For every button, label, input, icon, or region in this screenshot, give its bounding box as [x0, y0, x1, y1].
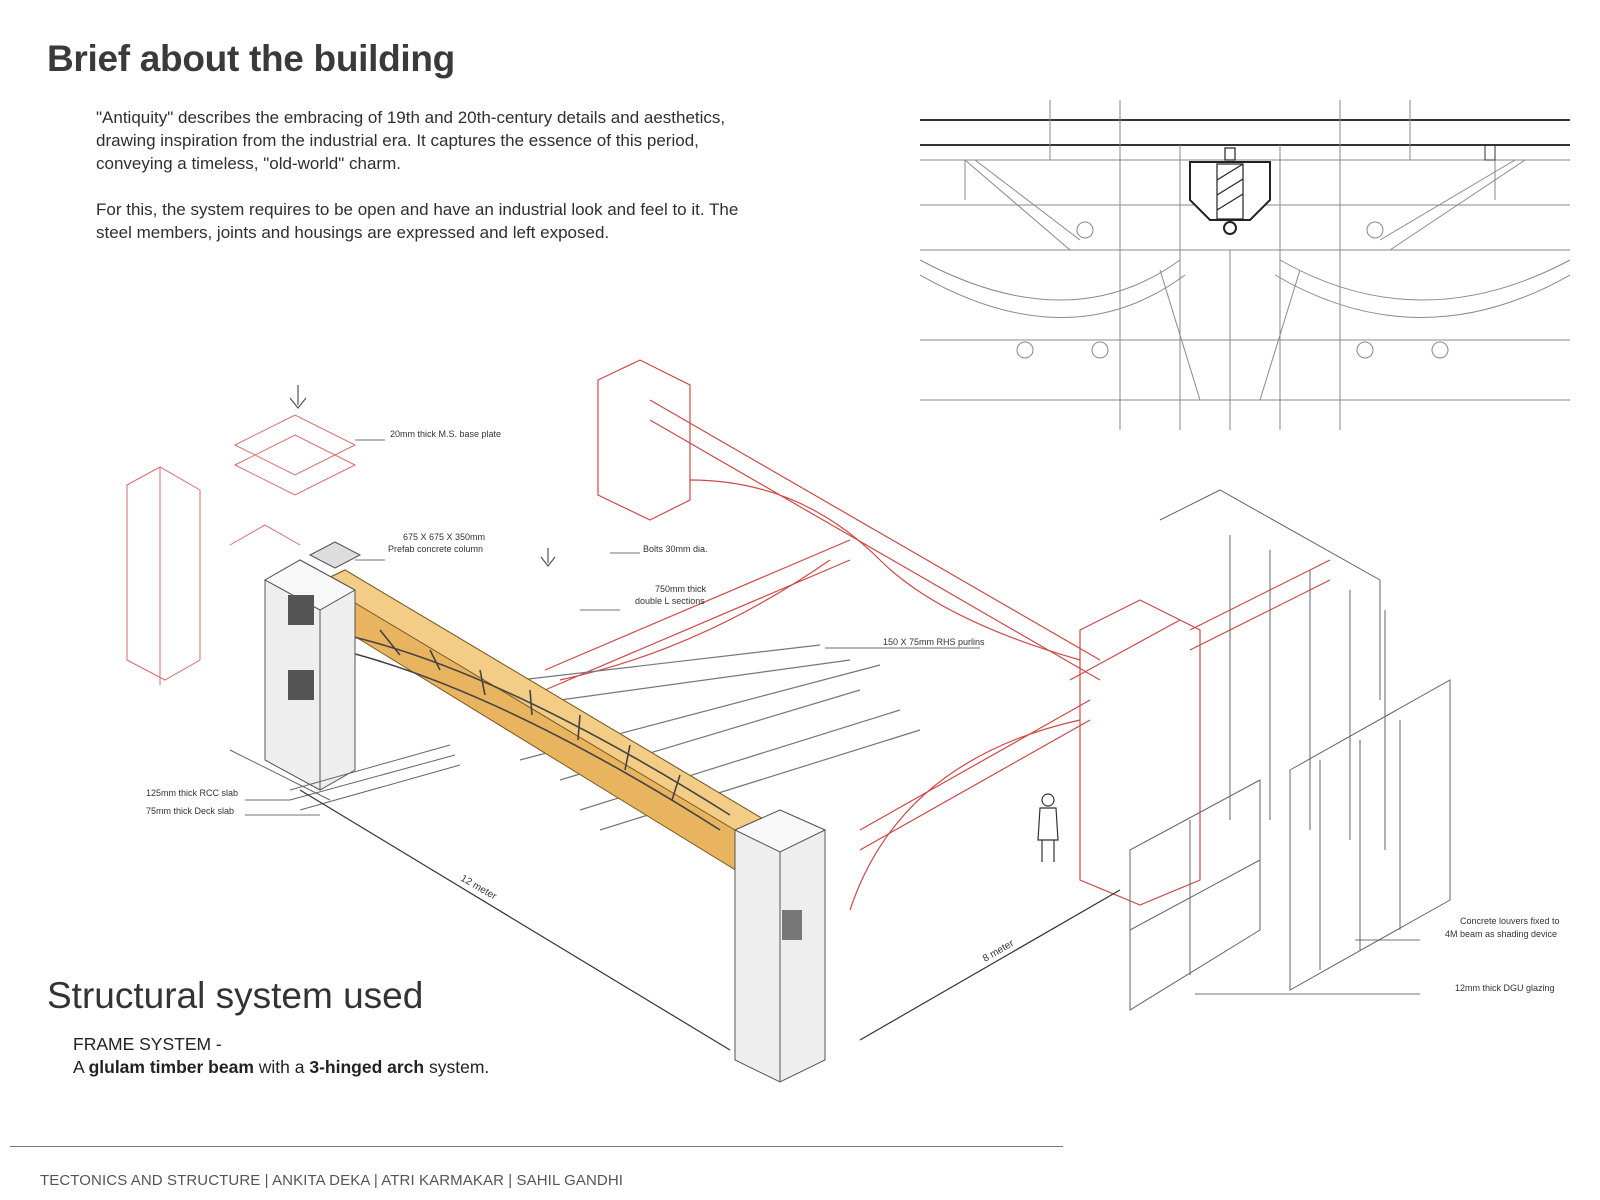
- intro-text: "Antiquity" describes the embracing of 1…: [96, 106, 756, 267]
- frame-system-description: FRAME SYSTEM - A glulam timber beam with…: [73, 1033, 489, 1079]
- label-column-type: Prefab concrete column: [388, 544, 483, 554]
- frame-line-mid: with a: [253, 1057, 310, 1077]
- label-base-plate: 20mm thick M.S. base plate: [390, 429, 501, 439]
- label-l-sections-type: double L sections: [635, 596, 705, 606]
- label-louvers-2: 4M beam as shading device: [1445, 929, 1557, 939]
- label-glazing: 12mm thick DGU glazing: [1455, 983, 1555, 993]
- label-louvers-1: Concrete louvers fixed to: [1460, 916, 1560, 926]
- label-purlins: 150 X 75mm RHS purlins: [883, 637, 985, 647]
- intro-paragraph-1: "Antiquity" describes the embracing of 1…: [96, 108, 726, 173]
- label-column-size: 675 X 675 X 350mm: [403, 532, 485, 542]
- glulam-beam-text: glulam timber beam: [88, 1057, 254, 1077]
- three-hinged-arch-text: 3-hinged arch: [309, 1057, 425, 1077]
- label-deck-slab: 75mm thick Deck slab: [146, 806, 234, 816]
- footer-credits: TECTONICS AND STRUCTURE | ANKITA DEKA | …: [40, 1172, 624, 1189]
- frame-line-suffix: system.: [424, 1057, 490, 1077]
- frame-line-prefix: A: [73, 1057, 89, 1077]
- joint-detail-drawing: [920, 100, 1570, 430]
- label-l-sections-thickness: 750mm thick: [655, 584, 707, 594]
- label-bolts: Bolts 30mm dia.: [643, 544, 708, 554]
- frame-system-line: A glulam timber beam with a 3-hinged arc…: [73, 1056, 489, 1079]
- intro-paragraph-2: For this, the system requires to be open…: [96, 200, 739, 242]
- footer-divider: [10, 1146, 1063, 1147]
- page-title: Brief about the building: [47, 38, 455, 79]
- structural-system-title: Structural system used: [47, 975, 424, 1016]
- label-rcc-slab: 125mm thick RCC slab: [146, 788, 238, 798]
- frame-system-label: FRAME SYSTEM -: [73, 1034, 222, 1054]
